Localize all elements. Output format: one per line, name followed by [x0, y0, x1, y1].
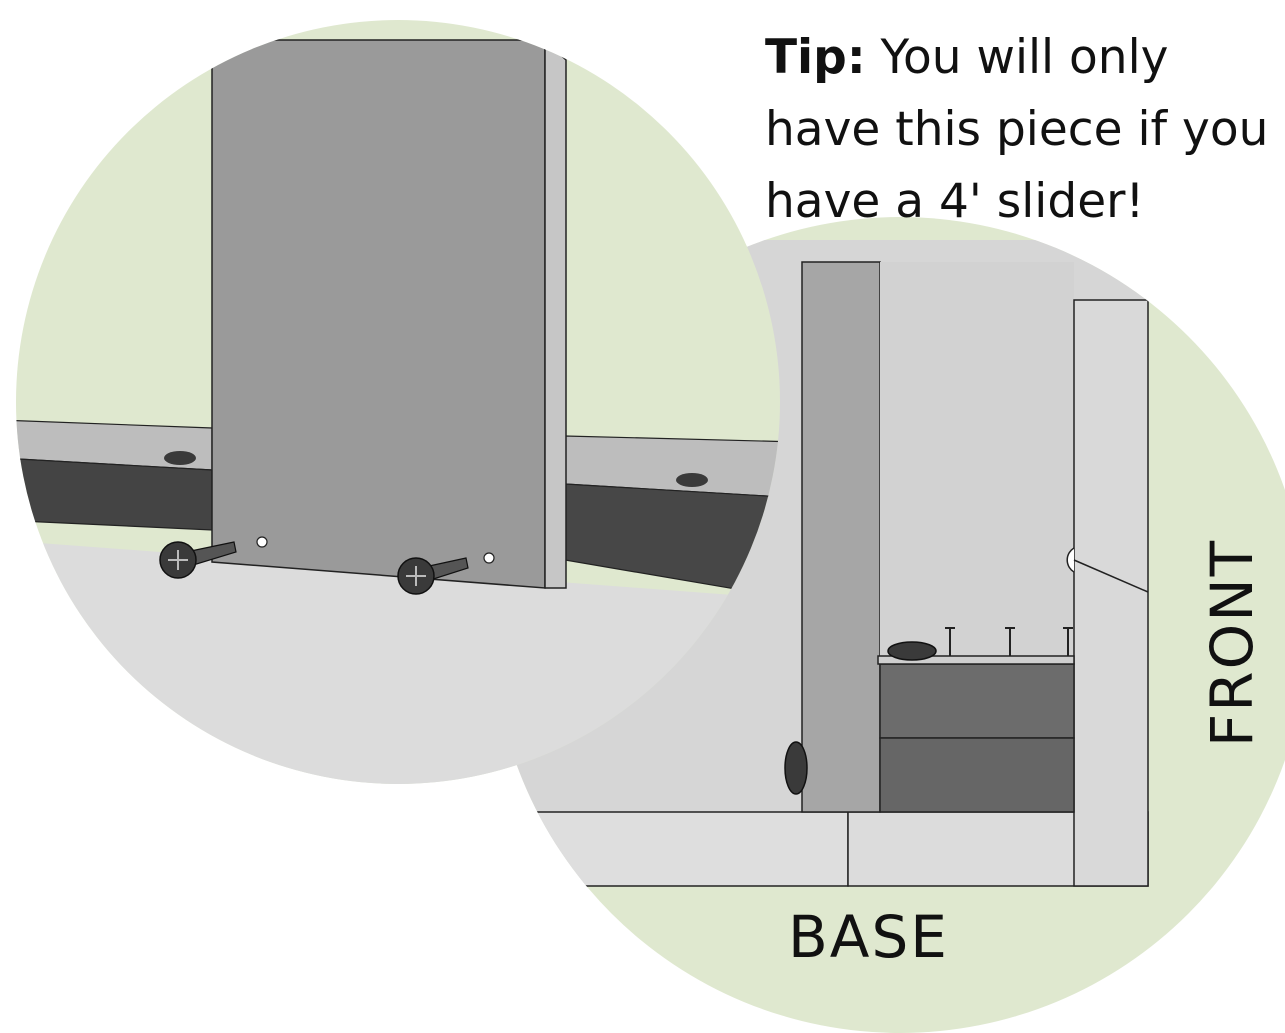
rail-block-lower	[879, 737, 1075, 813]
panel-side	[880, 262, 1074, 662]
tip-prefix: Tip:	[765, 30, 866, 85]
rail-block-upper	[879, 663, 1075, 739]
rail-body-left	[16, 457, 213, 531]
front-label: FRONT	[1198, 538, 1266, 748]
rail-screw-left	[164, 451, 196, 465]
rail-prongs	[945, 627, 1073, 656]
base-board-left	[492, 811, 849, 887]
vertical-panel	[801, 261, 881, 813]
panel-edge	[544, 38, 567, 589]
tip-text: You will only have this piece if you hav…	[765, 30, 1269, 229]
pilot-hole-left	[256, 536, 268, 548]
wood-screw-left	[159, 541, 237, 579]
rail-screw-right	[676, 473, 708, 487]
pilot-hole-right	[483, 552, 495, 564]
front-board	[1073, 299, 1149, 887]
rail-track	[877, 655, 1075, 665]
screw-head-rail	[887, 641, 937, 661]
panel-face	[211, 39, 546, 589]
base-label: BASE	[788, 903, 949, 971]
tip-note: Tip: You will only have this piece if yo…	[765, 22, 1285, 238]
wood-screw-right	[397, 557, 469, 595]
screw-head-panel	[784, 741, 808, 795]
assembly-diagram	[16, 20, 1285, 1033]
pilot-hole	[1066, 547, 1075, 573]
leader-line	[1073, 559, 1149, 593]
